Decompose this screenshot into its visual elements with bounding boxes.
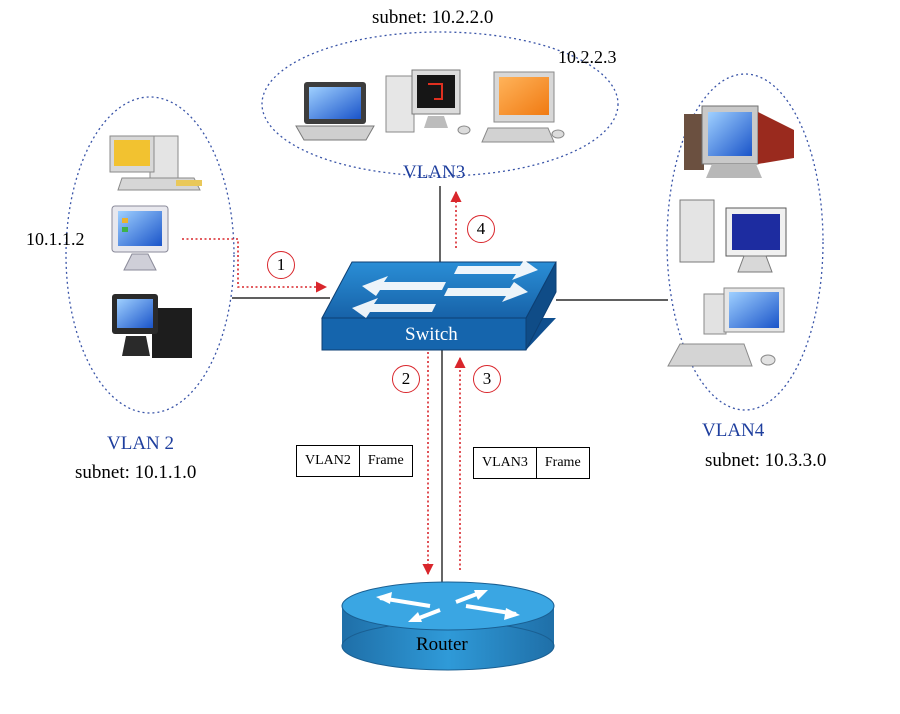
router-icon <box>341 581 555 671</box>
switch-icon <box>321 260 557 351</box>
vlan3-frame-box: VLAN3 Frame <box>473 447 590 479</box>
desktop-flatscreen-icon <box>667 287 785 367</box>
desktop-crt-icon <box>684 105 794 178</box>
step-3-badge: 3 <box>473 365 501 393</box>
vlan2-frame-box: VLAN2 Frame <box>296 445 413 477</box>
step-1-badge: 1 <box>267 251 295 279</box>
switch-label: Switch <box>405 324 458 345</box>
vlan3-group-ellipse <box>261 31 619 177</box>
step-4-badge: 4 <box>467 215 495 243</box>
vlan2-subnet-label: subnet: 10.1.1.0 <box>75 462 197 483</box>
arrow-step-1 <box>182 238 328 293</box>
desktop-orange-screen-icon <box>481 71 565 143</box>
frame-label: Frame <box>358 446 412 476</box>
laptop-icon <box>295 82 375 141</box>
frame-vlan-tag: VLAN2 <box>305 453 351 468</box>
vlan3-name-label: VLAN3 <box>403 162 466 183</box>
vlan2-host-ip-label: 10.1.1.2 <box>26 229 85 249</box>
desktop-white-tower-icon <box>679 199 787 273</box>
vlan2-name-label: VLAN 2 <box>107 433 175 454</box>
vlan3-subnet-label: subnet: 10.2.2.0 <box>372 7 494 28</box>
desktop-red-screen-icon <box>385 69 471 135</box>
vlan2-group-ellipse <box>65 96 235 414</box>
vlan3-host-ip-label: 10.2.2.3 <box>558 47 617 67</box>
step-2-badge: 2 <box>392 365 420 393</box>
vlan4-group-ellipse <box>666 73 824 411</box>
vlan4-name-label: VLAN4 <box>702 420 765 441</box>
frame-vlan-tag: VLAN3 <box>482 455 528 470</box>
desktop-blue-screen-icon <box>111 205 169 271</box>
router-label: Router <box>416 634 468 655</box>
desktop-black-tower-icon <box>112 294 192 358</box>
desktop-yellow-screen-icon <box>109 135 202 191</box>
frame-label: Frame <box>535 448 589 478</box>
vlan4-subnet-label: subnet: 10.3.3.0 <box>705 450 827 471</box>
